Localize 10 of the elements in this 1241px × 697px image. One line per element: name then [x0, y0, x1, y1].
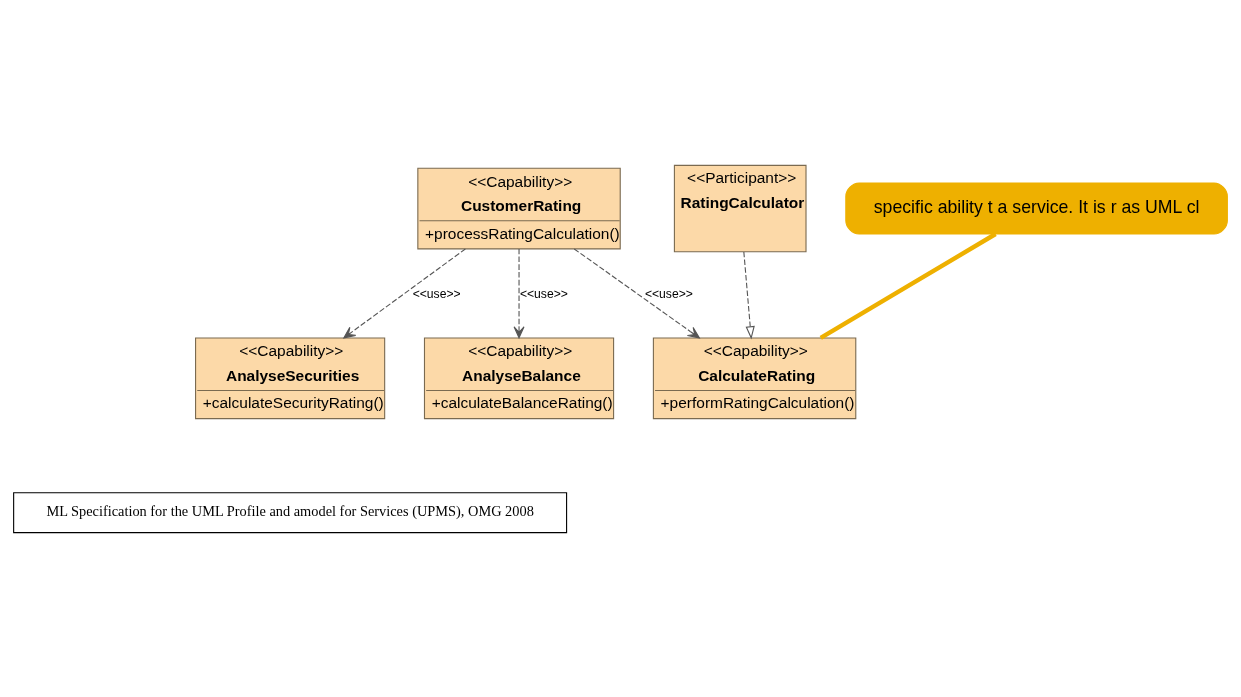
- label: ML Specification for the UML Profile and amodel for Services (UPMS), OMG 2008: [46, 502, 534, 519]
- connector: [819, 231, 997, 340]
- arrow: [343, 247, 466, 338]
- arrow: [573, 247, 700, 338]
- node-box: specific ability t a service. It is r as UML cl: [845, 182, 1228, 235]
- edge-label: <<use>>: [644, 286, 693, 301]
- arrow: [743, 250, 755, 339]
- edge-label: <<use>>: [412, 286, 461, 301]
- edge-label: <<use>>: [519, 286, 568, 301]
- arrow: [513, 247, 525, 338]
